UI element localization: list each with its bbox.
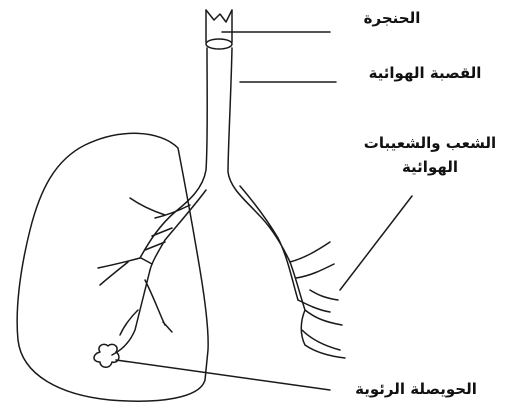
left-main-bronchus [140,190,206,270]
label-bronchi-line1: الشعب والشعيبات [355,132,505,154]
label-trachea: القصبة الهوائية [350,62,500,84]
label-larynx: الحنجرة [352,7,432,29]
alveolus [94,344,119,367]
larynx-ring [206,39,232,49]
left-bronchus-divisions [141,228,172,264]
alveolus-leader [116,360,330,390]
left-bronchioles [98,258,172,355]
lung-outline [17,133,208,401]
larynx-top [206,10,232,22]
label-bronchi-line2: الهوائية [355,156,505,178]
trachea [175,48,258,214]
label-alveolus: الحويصلة الرئوية [328,378,504,400]
bronchi-leader [340,196,412,290]
right-bronchioles [290,242,345,358]
